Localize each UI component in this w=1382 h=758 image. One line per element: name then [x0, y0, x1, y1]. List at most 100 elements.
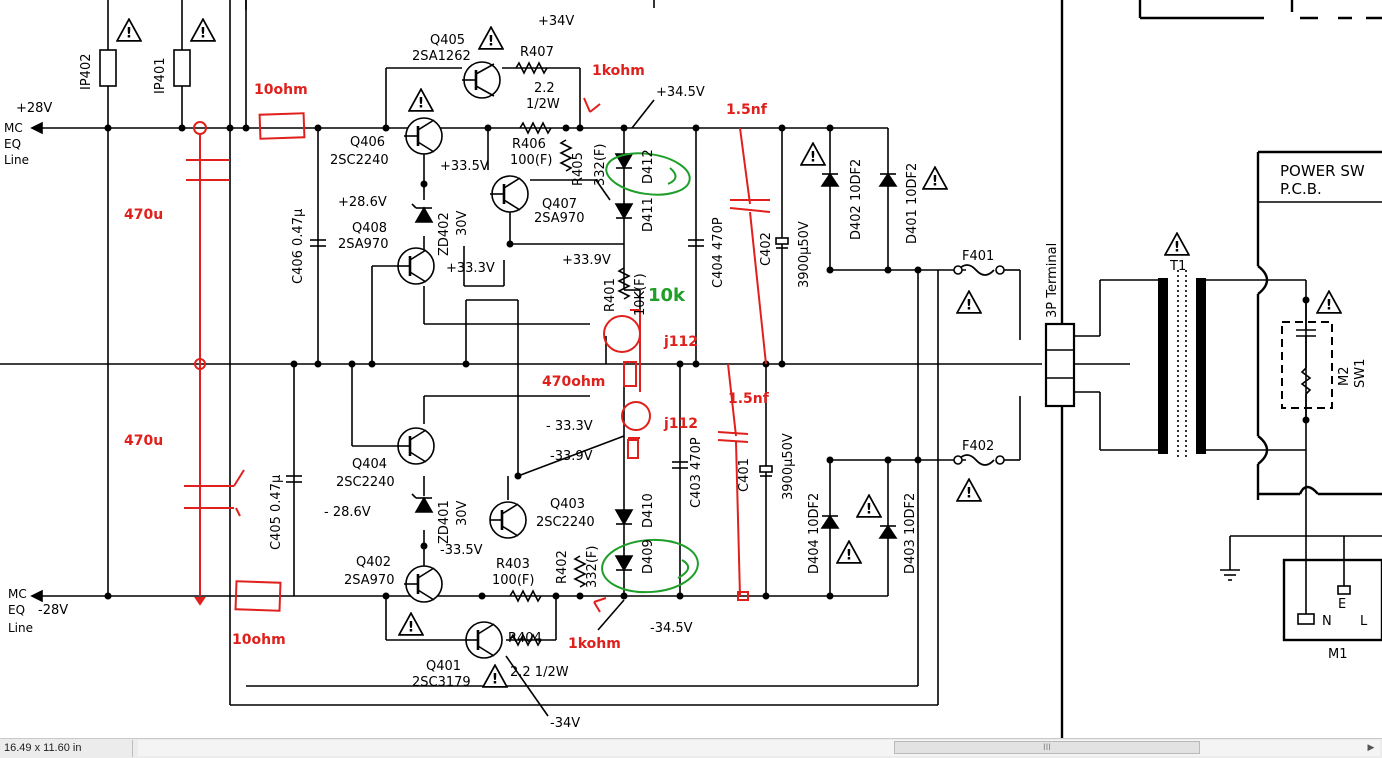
label-m1: M1 [1328, 647, 1348, 662]
label-j112-bottom: j112 [663, 416, 698, 432]
label-q403-part: 2SC2240 [536, 515, 595, 530]
label-q407: Q407 [542, 197, 577, 212]
label-power-sw-1: POWER SW [1280, 162, 1365, 180]
label-vn33-9: -33.9V [550, 449, 593, 464]
label-c402: C402 [759, 232, 774, 266]
label-mc-bot-1: MC [8, 587, 27, 601]
label-minus34: -34V [550, 716, 580, 731]
label-1-5nf-bottom: 1.5nf [728, 391, 770, 407]
label-d411: D411 [641, 197, 656, 232]
warning-icon [398, 612, 424, 636]
label-power-sw-2: P.C.B. [1280, 180, 1322, 198]
label-r401-val: 10K(F) [633, 273, 648, 316]
black-labels: IP402 IP401 +28V MC EQ Line MC EQ -28V L… [4, 14, 1368, 731]
label-q408: Q408 [352, 221, 387, 236]
label-n: N [1322, 614, 1332, 629]
label-q406: Q406 [350, 135, 385, 150]
label-zd402: ZD402 [437, 212, 452, 256]
label-470u-top: 470u [124, 207, 163, 223]
warning-icon [1164, 232, 1190, 256]
label-d404: D404 10DF2 [807, 493, 822, 574]
label-d401: D401 10DF2 [905, 163, 920, 244]
label-q404-part: 2SC2240 [336, 475, 395, 490]
scrollbar-thumb[interactable]: III [894, 741, 1200, 754]
label-ip402: IP402 [79, 54, 94, 91]
label-sw1: SW1 [1353, 359, 1368, 388]
label-zd401-val: 30V [455, 500, 470, 526]
label-minus34-5: -34.5V [650, 621, 693, 636]
label-c402-val: 3900μ50V [797, 221, 812, 288]
scroll-right-icon[interactable]: ▶ [1367, 743, 1375, 753]
label-v33-3: +33.3V [446, 261, 495, 276]
label-1-5nf-top: 1.5nf [726, 102, 768, 118]
warning-icons [116, 18, 1342, 688]
label-470u-bottom: 470u [124, 433, 163, 449]
label-vn33-5: -33.5V [440, 543, 483, 558]
label-q403: Q403 [550, 497, 585, 512]
label-q401: Q401 [426, 659, 461, 674]
label-q402-part: 2SA970 [344, 573, 394, 588]
warning-icon [956, 478, 982, 502]
label-v33-9: +33.9V [562, 253, 611, 268]
label-470ohm: 470ohm [542, 374, 605, 390]
label-q404: Q404 [352, 457, 387, 472]
label-q401-part: 2SC3179 [412, 675, 471, 690]
label-mc-top-2: EQ [4, 137, 21, 151]
warning-icon [856, 494, 882, 518]
label-10ohm-bottom: 10ohm [232, 632, 286, 648]
label-mc-top-3: Line [4, 153, 29, 167]
label-r407-val2: 1/2W [526, 97, 560, 112]
label-10k: 10k [648, 285, 686, 306]
label-minus28: -28V [38, 603, 68, 618]
label-r407: R407 [520, 45, 554, 60]
label-10ohm-top: 10ohm [254, 82, 308, 98]
label-e: E [1338, 597, 1346, 612]
warning-icon [836, 540, 862, 564]
label-l: L [1360, 614, 1368, 629]
label-r401: R401 [603, 278, 618, 312]
warning-icon [1316, 290, 1342, 314]
red-annotations [184, 97, 771, 613]
label-m2: M2 [1337, 367, 1352, 387]
label-vn33-3: - 33.3V [546, 419, 593, 434]
label-plus28: +28V [16, 101, 52, 116]
warning-icon [482, 664, 508, 688]
label-c403: C403 470P [689, 437, 704, 508]
label-mc-bot-2: EQ [8, 603, 25, 617]
warning-icon [922, 166, 948, 190]
label-r404-val: 2.2 1/2W [510, 665, 569, 680]
label-q408-part: 2SA970 [338, 237, 388, 252]
components [30, 49, 1005, 717]
label-q405-part: 2SA1262 [412, 49, 471, 64]
label-q402: Q402 [356, 555, 391, 570]
label-r403: R403 [496, 557, 530, 572]
horizontal-scrollbar[interactable]: III ▶ [138, 740, 1380, 756]
label-mc-top-1: MC [4, 121, 23, 135]
label-terminal: 3P Terminal [1045, 243, 1060, 318]
status-bar: 16.49 x 11.60 in III ▶ [0, 738, 1382, 758]
label-zd402-val: 30V [455, 210, 470, 236]
warning-icon [116, 18, 142, 42]
page-size-label: 16.49 x 11.60 in [4, 740, 133, 757]
label-r406: R406 [512, 137, 546, 152]
label-r407-val1: 2.2 [534, 81, 555, 96]
junctions [104, 124, 1310, 600]
label-c401-val: 3900μ50V [781, 433, 796, 500]
grip-icon: III [1043, 743, 1051, 753]
warning-icon [190, 18, 216, 42]
label-d410: D410 [641, 493, 656, 528]
label-d403: D403 10DF2 [903, 493, 918, 574]
warning-icon [956, 290, 982, 314]
label-c406: C406 0.47μ [291, 209, 306, 284]
label-d402: D402 10DF2 [849, 159, 864, 240]
label-f402: F402 [962, 439, 994, 454]
label-zd401: ZD401 [437, 500, 452, 544]
label-f401: F401 [962, 249, 994, 264]
label-r405: R405 [571, 152, 586, 186]
label-q407-part: 2SA970 [534, 211, 584, 226]
label-c404: C404 470P [711, 217, 726, 288]
label-plus34: +34V [538, 14, 574, 29]
label-c405: C405 0.47μ [269, 475, 284, 550]
label-plus34-5: +34.5V [656, 85, 705, 100]
label-ip401: IP401 [153, 58, 168, 95]
